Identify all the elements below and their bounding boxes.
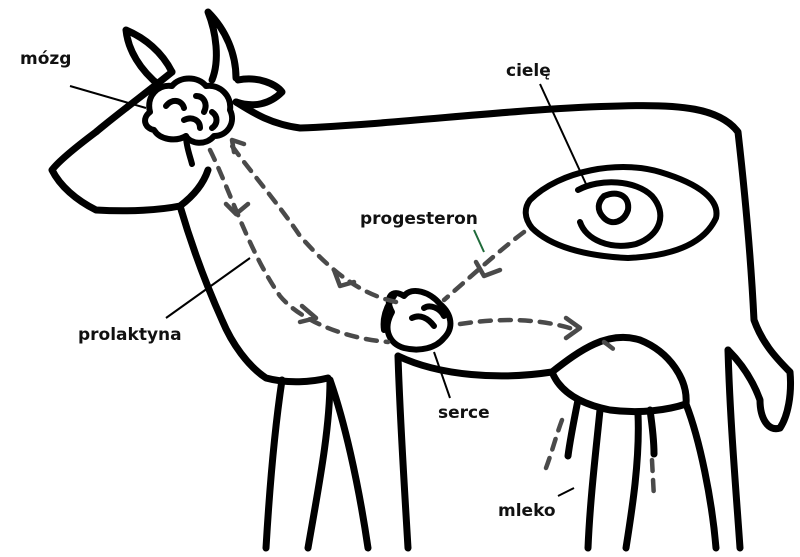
teat-right — [650, 410, 654, 454]
right-horn — [208, 12, 236, 80]
udder — [552, 372, 686, 412]
label-brain: mózg — [20, 49, 71, 69]
arrow-brain-to-heart — [210, 150, 388, 342]
ear — [236, 79, 282, 105]
label-calf: cielę — [506, 61, 551, 81]
calf-icon — [526, 167, 717, 258]
neck-front — [180, 206, 328, 382]
front-leg-right-inner — [398, 356, 408, 548]
arrowhead-up-2 — [232, 140, 244, 152]
hind-leg-right — [686, 404, 716, 548]
leader-milk — [558, 488, 574, 496]
label-heart: serce — [438, 403, 490, 423]
cow-outline — [52, 12, 791, 548]
front-leg-right — [330, 380, 368, 548]
milk-stream-left — [546, 420, 562, 468]
arrow-udder-down — [604, 342, 618, 352]
brain-icon — [145, 79, 232, 165]
arrow-calf-to-heart — [444, 232, 524, 300]
hind-leg-mid — [626, 414, 638, 548]
hind-leg-back — [728, 350, 740, 548]
hind-leg-left — [588, 410, 600, 548]
leader-calf — [540, 84, 586, 184]
leader-heart — [434, 352, 450, 398]
leader-prolactin — [166, 258, 250, 318]
arrow-heart-to-udder — [460, 320, 576, 330]
arrowhead-up-1 — [334, 270, 354, 286]
milk-stream-right — [652, 460, 654, 498]
label-progesterone: progesteron — [360, 209, 478, 229]
teat-left — [568, 400, 578, 456]
label-milk: mleko — [498, 501, 556, 521]
front-leg-left-inner — [308, 380, 330, 548]
label-prolactin: prolaktyna — [78, 325, 182, 345]
leader-progesterone — [474, 230, 484, 252]
front-leg-left — [266, 380, 282, 548]
